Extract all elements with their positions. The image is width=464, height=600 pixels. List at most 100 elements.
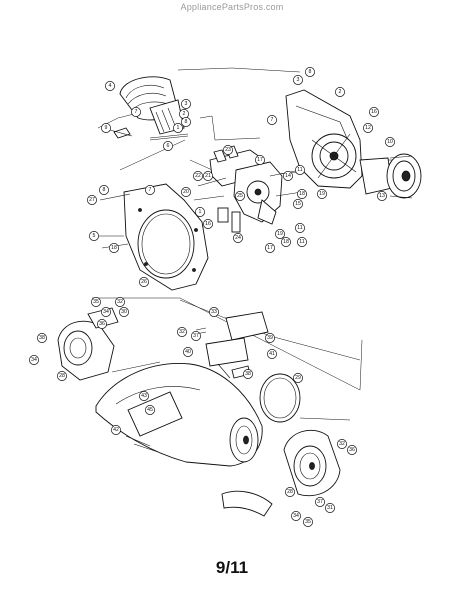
callout-c9: 9: [101, 123, 111, 133]
callout-circle: [233, 233, 243, 243]
callout-c42: 42: [111, 425, 121, 435]
callout-circle: [293, 75, 303, 85]
callout-c3: 3: [181, 99, 191, 109]
callout-circle: [115, 297, 125, 307]
callout-circle: [37, 333, 47, 343]
callout-circle: [177, 327, 187, 337]
callout-number: 35: [305, 519, 311, 525]
callout-c28: 28: [57, 371, 67, 381]
callout-number: 3: [297, 77, 300, 83]
callout-circle: [181, 187, 191, 197]
callout-c26: 26: [139, 277, 149, 287]
callout-c39: 39: [265, 333, 275, 343]
callout-circle: [255, 155, 265, 165]
watermark: AppliancePartsPros.com: [180, 2, 284, 12]
callout-circle: [385, 137, 395, 147]
callout-c5: 5: [89, 231, 99, 241]
callout-circle: [163, 141, 173, 151]
callout-circle: [89, 231, 99, 241]
callout-c34b: 34: [29, 355, 39, 365]
callout-c10: 10: [385, 137, 395, 147]
callout-number: 33: [211, 309, 217, 315]
callout-circle: [285, 487, 295, 497]
callout-number: 27: [89, 197, 95, 203]
callout-number: 11: [299, 239, 304, 245]
callout-c38: 38: [37, 333, 47, 343]
callout-circle: [111, 425, 121, 435]
callout-number: 19: [277, 231, 283, 237]
callout-circle: [87, 195, 97, 205]
callout-c22: 22: [193, 171, 203, 181]
callout-circle: [173, 123, 183, 133]
callout-number: 6: [167, 143, 170, 149]
callout-number: 34: [293, 513, 299, 519]
callout-circle: [181, 117, 191, 127]
callout-number: 16: [205, 221, 211, 227]
callout-c37: 37: [191, 331, 201, 341]
callout-c8a: 8: [181, 117, 191, 127]
callout-number: 4: [109, 83, 112, 89]
callout-c7c: 7: [145, 185, 155, 195]
callout-number: 45: [147, 407, 153, 413]
callout-number: 40: [185, 349, 191, 355]
callout-c29: 29: [293, 373, 303, 383]
callout-number: 23: [225, 147, 231, 153]
callout-circle: [325, 503, 335, 513]
callout-circle: [265, 333, 275, 343]
callout-circle: [223, 145, 233, 155]
callout-circle: [297, 189, 307, 199]
callout-circle: [105, 81, 115, 91]
callout-number: 32: [117, 299, 123, 305]
callout-c13: 13: [377, 191, 387, 201]
callout-number: 1: [177, 125, 180, 131]
callout-c30: 30: [119, 307, 129, 317]
callout-number: 2: [183, 111, 186, 117]
callout-circle: [109, 243, 119, 253]
callout-circle: [297, 237, 307, 247]
side-plate-right: [285, 89, 393, 195]
callout-circle: [139, 391, 149, 401]
callout-number: 16: [371, 109, 377, 115]
callout-number: 34: [31, 357, 37, 363]
callout-c28b: 28: [285, 487, 295, 497]
callout-circle: [335, 87, 345, 97]
callout-c17: 17: [255, 155, 265, 165]
callout-number: 11: [297, 225, 302, 231]
callout-circle: [347, 445, 357, 455]
callout-c25: 25: [235, 191, 245, 201]
right-lower-housing: [283, 429, 341, 497]
central-mechanism: [193, 145, 303, 233]
callout-c11c: 11: [297, 237, 307, 247]
callout-circle: [29, 355, 39, 365]
callout-circle: [91, 297, 101, 307]
callout-circle: [119, 307, 129, 317]
callout-circle: [275, 229, 285, 239]
callout-number: 37: [317, 499, 323, 505]
callout-number: 14: [285, 173, 291, 179]
callout-number: 37: [193, 333, 199, 339]
wheel: [386, 153, 422, 199]
callout-number: 35: [93, 299, 99, 305]
callout-circle: [363, 123, 373, 133]
callout-circle: [181, 99, 191, 109]
callout-circle: [101, 307, 111, 317]
callout-number: 28: [287, 489, 293, 495]
callout-number: 24: [235, 235, 241, 241]
callout-circle: [265, 243, 275, 253]
callout-number: 38: [245, 371, 251, 377]
middle-small-parts: [195, 311, 301, 423]
callout-c20: 20: [181, 187, 191, 197]
callout-circle: [295, 165, 305, 175]
callout-number: 36: [349, 447, 355, 453]
callout-circle: [317, 189, 327, 199]
callout-circle: [101, 123, 111, 133]
callout-number: 36: [99, 321, 105, 327]
callout-c32b: 32: [177, 327, 187, 337]
callout-number: 7: [271, 117, 274, 123]
callout-number: 1: [199, 209, 202, 215]
callout-c1b: 1: [195, 207, 205, 217]
callout-circle: [191, 331, 201, 341]
callout-c34c: 34: [291, 511, 301, 521]
page-number: 9/11: [215, 558, 249, 577]
